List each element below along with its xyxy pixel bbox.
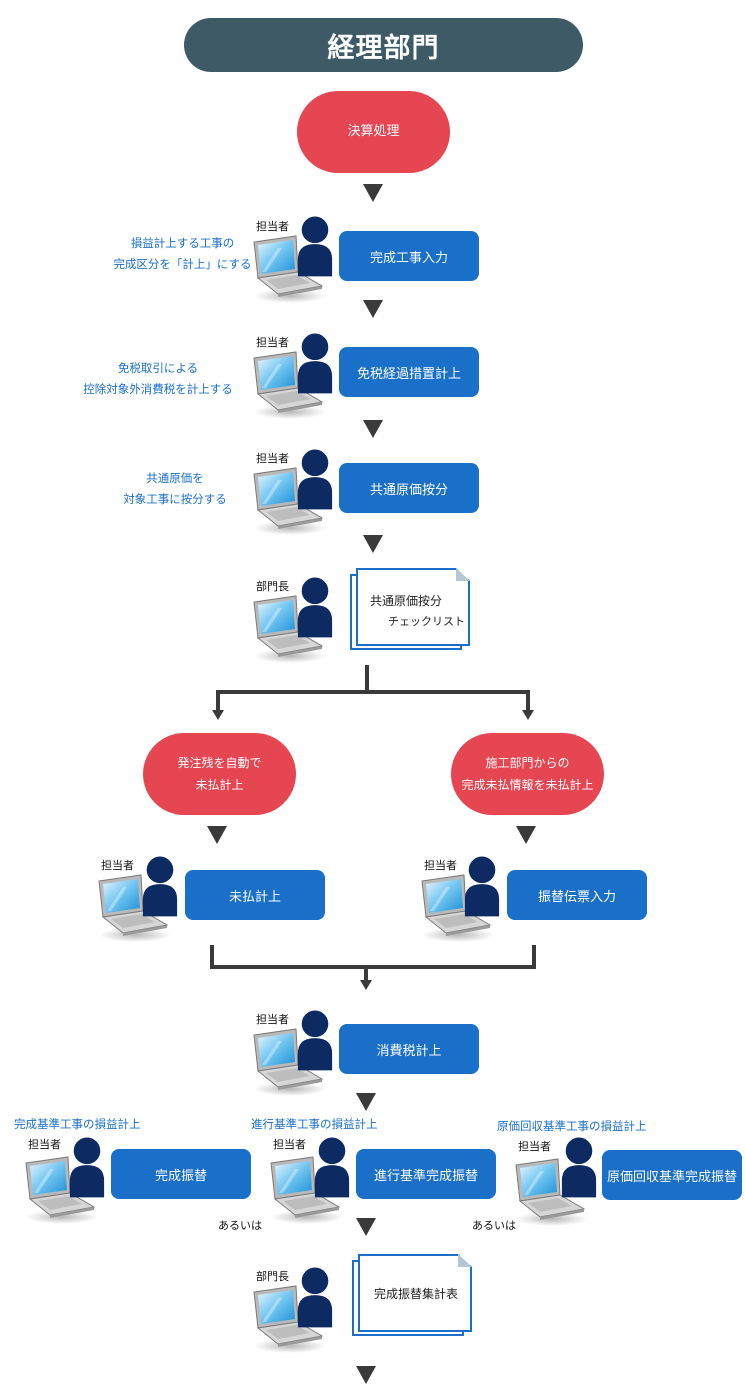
person-icon (560, 1136, 598, 1198)
process-transfer-slip-input[interactable]: 振替伝票入力 (507, 870, 647, 920)
document-title: 完成振替集計表 (374, 1287, 459, 1301)
role-label: 担当者 (256, 452, 289, 465)
event-auto-accrual[interactable]: 発注残を自動で未払計上 (143, 733, 296, 815)
start-event-closing[interactable]: 決算処理 (297, 91, 450, 173)
event-line: 施工部門からの (485, 756, 570, 770)
role-label: 担当者 (424, 859, 457, 872)
person-icon (296, 1266, 334, 1328)
note-line: 対象工事に按分する (123, 492, 227, 506)
role-label: 部門長 (256, 1270, 289, 1283)
note-step-3: 共通原価を対象工事に按分する (110, 468, 240, 510)
connector-line (216, 690, 220, 712)
connector-line (532, 945, 536, 969)
note-transfer-progress: 進行基準工事の損益計上 (251, 1117, 378, 1131)
event-construction-accrual[interactable]: 施工部門からの完成未払情報を未払計上 (451, 733, 604, 815)
role-label: 担当者 (101, 859, 134, 872)
event-line: 完成未払情報を未払計上 (461, 778, 594, 792)
process-accrual[interactable]: 未払計上 (185, 870, 325, 920)
person-icon (68, 1136, 106, 1198)
connector-line (365, 665, 369, 693)
document-text: 共通原価按分 チェックリスト (356, 568, 470, 646)
connector-line (526, 690, 530, 712)
department-header: 経理部門 (184, 18, 583, 72)
note-line: 損益計上する工事の (130, 236, 235, 250)
arrow-down-icon (363, 300, 383, 318)
role-label: 担当者 (256, 336, 289, 349)
arrow-down-icon (207, 826, 227, 844)
document-summary-table[interactable]: 完成振替集計表 (352, 1254, 472, 1336)
process-consumption-tax[interactable]: 消費税計上 (339, 1024, 479, 1074)
arrow-down-icon (363, 420, 383, 438)
note-transfer-cost-recovery: 原価回収基準工事の損益計上 (497, 1119, 647, 1133)
document-front-sheet (358, 1254, 472, 1332)
person-icon (296, 215, 334, 277)
connector-line (216, 690, 530, 694)
note-step-1: 損益計上する工事の完成区分を「計上」にする (110, 233, 255, 275)
document-title: 共通原価按分 (370, 594, 443, 608)
person-icon (463, 855, 501, 917)
note-step-2: 免税取引による控除対象外消費税を計上する (78, 358, 238, 400)
arrow-down-icon (212, 710, 224, 720)
process-progress-transfer[interactable]: 進行基準完成振替 (356, 1149, 496, 1199)
role-label: 部門長 (256, 580, 289, 593)
role-label: 担当者 (28, 1138, 61, 1151)
connector-line (210, 945, 214, 969)
person-icon (296, 332, 334, 394)
note-line: 控除対象外消費税を計上する (83, 382, 233, 396)
arrow-down-icon (356, 1218, 376, 1236)
note-transfer-completion: 完成基準工事の損益計上 (14, 1117, 141, 1131)
event-line: 未払計上 (195, 778, 244, 792)
note-line: 共通原価を (146, 471, 204, 485)
person-icon (141, 855, 179, 917)
role-label: 担当者 (256, 1013, 289, 1026)
event-line: 発注残を自動で (177, 756, 262, 770)
arrow-down-icon (356, 1366, 376, 1384)
arrow-down-icon (522, 710, 534, 720)
document-checklist[interactable]: 共通原価按分 チェックリスト (350, 568, 470, 650)
or-label: あるいは (472, 1219, 516, 1232)
role-label: 担当者 (273, 1138, 306, 1151)
role-label: 担当者 (256, 220, 289, 233)
connector-line (210, 965, 536, 969)
process-completed-work-input[interactable]: 完成工事入力 (339, 231, 479, 281)
person-icon (296, 576, 334, 638)
process-completion-transfer[interactable]: 完成振替 (111, 1149, 251, 1199)
role-label: 担当者 (518, 1140, 551, 1153)
or-label: あるいは (218, 1219, 262, 1232)
process-cost-recovery-transfer[interactable]: 原価回収基準完成振替 (602, 1150, 742, 1200)
note-line: 完成区分を「計上」にする (113, 257, 252, 271)
document-subtitle: チェックリスト (388, 615, 465, 628)
document-text: 完成振替集計表 (358, 1254, 472, 1332)
person-icon (296, 448, 334, 510)
arrow-down-icon (516, 826, 536, 844)
arrow-down-icon (356, 1093, 376, 1111)
person-icon (313, 1136, 351, 1198)
arrow-down-icon (363, 535, 383, 553)
process-common-cost-allocation[interactable]: 共通原価按分 (339, 463, 479, 513)
arrow-down-icon (360, 980, 372, 990)
person-icon (296, 1009, 334, 1071)
arrow-down-icon (363, 184, 383, 202)
note-line: 免税取引による (117, 361, 199, 375)
process-tax-exemption[interactable]: 免税経過措置計上 (339, 347, 479, 397)
document-front-sheet (356, 568, 470, 646)
connector-line (364, 965, 368, 981)
